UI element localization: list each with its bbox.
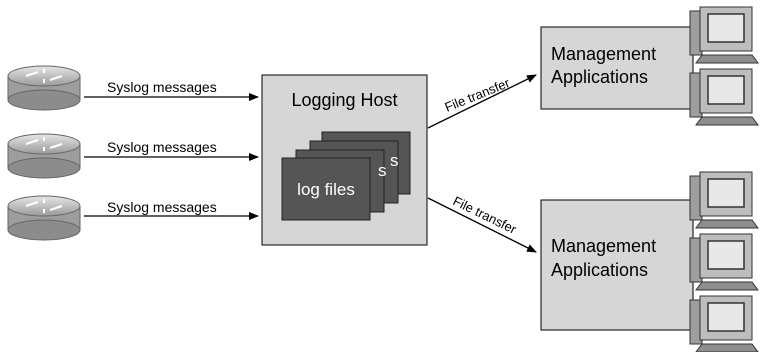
router-icon [7,195,81,241]
computer-icon [689,68,759,126]
file-transfer-arrow-1 [427,74,537,129]
syslog-label-1: Syslog messages [107,79,217,95]
file-transfer-arrow-2 [427,197,537,253]
computer-icon [689,171,759,229]
syslog-label-3: Syslog messages [107,199,217,215]
log-file-partial-label: s [378,161,387,180]
log-file-sheet-front [281,157,371,221]
computer-icon [689,295,759,352]
logging-host-title: Logging Host [291,90,397,110]
workstations [689,6,759,352]
management-2-line1: Management [551,236,656,256]
router-3 [7,195,81,241]
router-icon [7,65,81,111]
computer-icon [689,6,759,64]
log-file-partial-label: s [390,151,399,170]
management-1-line2: Applications [551,67,648,87]
computer-icon [689,233,759,291]
syslog-label-2: Syslog messages [107,139,217,155]
file-transfer-label-1: File transfer [443,75,513,115]
log-file-stack: s s log files [281,131,411,221]
router-2 [7,133,81,179]
management-1-line1: Management [551,44,656,64]
management-box-1 [540,26,694,110]
management-2-line2: Applications [551,260,648,280]
log-files-label: log files [297,180,355,199]
management-box-2 [540,199,694,331]
router-1 [7,65,81,111]
router-icon [7,133,81,179]
